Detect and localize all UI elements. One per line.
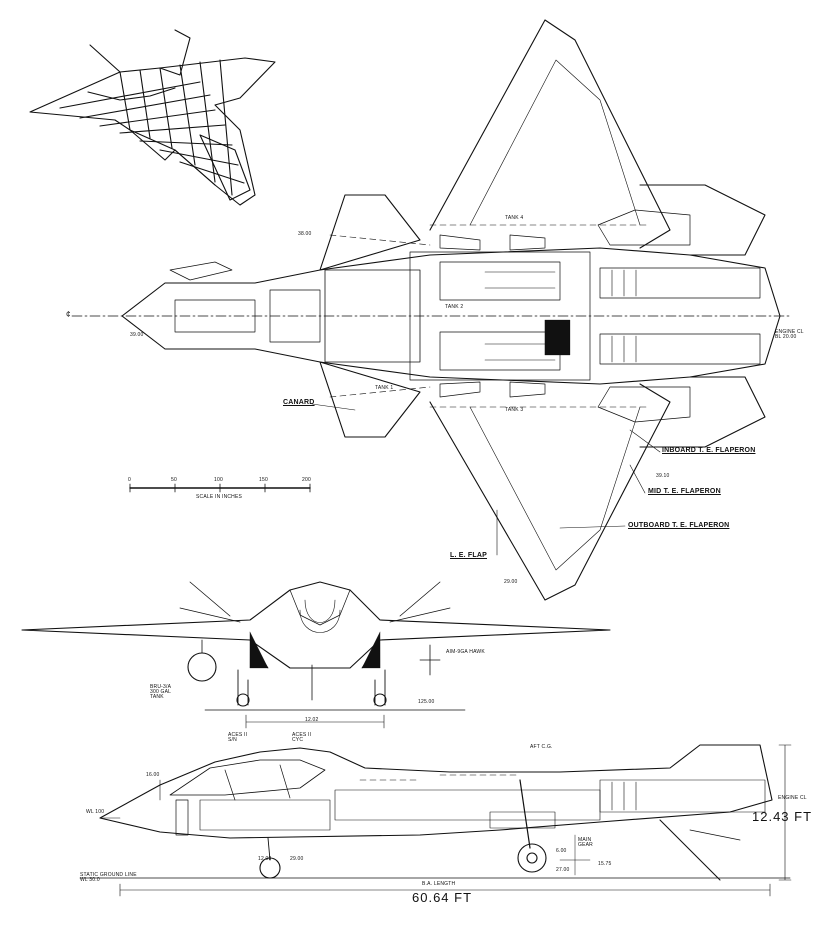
- scale-tick-200: 200: [302, 477, 311, 483]
- flaperon-dimension: 39.10: [656, 473, 670, 479]
- engine-centerline-label: ENGINE CL: [778, 795, 807, 801]
- scale-tick-50: 50: [171, 477, 177, 483]
- tip-back-angle: 15.75: [598, 861, 612, 867]
- nose-dimension: 39.00: [130, 332, 144, 338]
- tank-1-label: TANK 1: [375, 385, 394, 391]
- le-flap-label: L. E. FLAP: [450, 552, 487, 559]
- centerline-symbol: ¢: [66, 310, 71, 319]
- scale-tick-100: 100: [214, 477, 223, 483]
- gear-dimension: 27.00: [556, 867, 570, 873]
- engine-cl-dimension: ENGINE CL BL 20.00: [775, 329, 804, 340]
- nose-gear-dimension-a: 12.00: [258, 856, 272, 862]
- fuel-tank-label: BRU-3/A 300 GAL TANK: [150, 684, 172, 700]
- front-view: [21, 581, 611, 729]
- canard-dimension: 38.00: [298, 231, 312, 237]
- aft-cg-label: AFT C.G.: [530, 744, 553, 750]
- nose-height-dimension: 16.00: [146, 772, 160, 778]
- scale-tick-150: 150: [259, 477, 268, 483]
- pilot-seat-label: ACES II S/N: [228, 732, 248, 743]
- tank-3-label: TANK 3: [505, 407, 524, 413]
- wso-seat-label: ACES II CYC: [292, 732, 312, 743]
- plan-view: [71, 19, 791, 601]
- gear-offset-dimension: 6.00: [556, 848, 567, 854]
- inboard-flaperon-label: INBOARD T. E. FLAPERON: [662, 447, 756, 454]
- tank-4-label: TANK 4: [505, 215, 524, 221]
- nose-gear-dimension-b: 29.00: [290, 856, 304, 862]
- static-ground-line-label: STATIC GROUND LINE WL 30.0: [80, 872, 137, 883]
- tank-2-label: TANK 2: [445, 304, 464, 310]
- length-caption: B.A. LENGTH: [422, 881, 456, 887]
- isometric-wireframe-view: [29, 29, 276, 206]
- main-gear-label: MAIN GEAR: [578, 837, 593, 848]
- overall-height-dimension: 12.43 FT: [752, 809, 813, 824]
- wheel-track-dimension: 12.02: [305, 717, 319, 723]
- canard-label: CANARD: [283, 399, 315, 406]
- missile-angle: 125.00: [418, 699, 435, 705]
- mid-flaperon-label: MID T. E. FLAPERON: [648, 488, 721, 495]
- missile-label: AIM-9GA HAWK: [446, 649, 485, 655]
- scale-caption: SCALE IN INCHES: [196, 494, 243, 500]
- overall-length-dimension: 60.64 FT: [412, 890, 473, 905]
- side-view: [79, 744, 792, 897]
- scale-tick-0: 0: [128, 477, 131, 483]
- waterline-label: WL 100: [86, 809, 105, 815]
- flap-dimension: 29.00: [504, 579, 518, 585]
- outboard-flaperon-label: OUTBOARD T. E. FLAPERON: [628, 522, 730, 529]
